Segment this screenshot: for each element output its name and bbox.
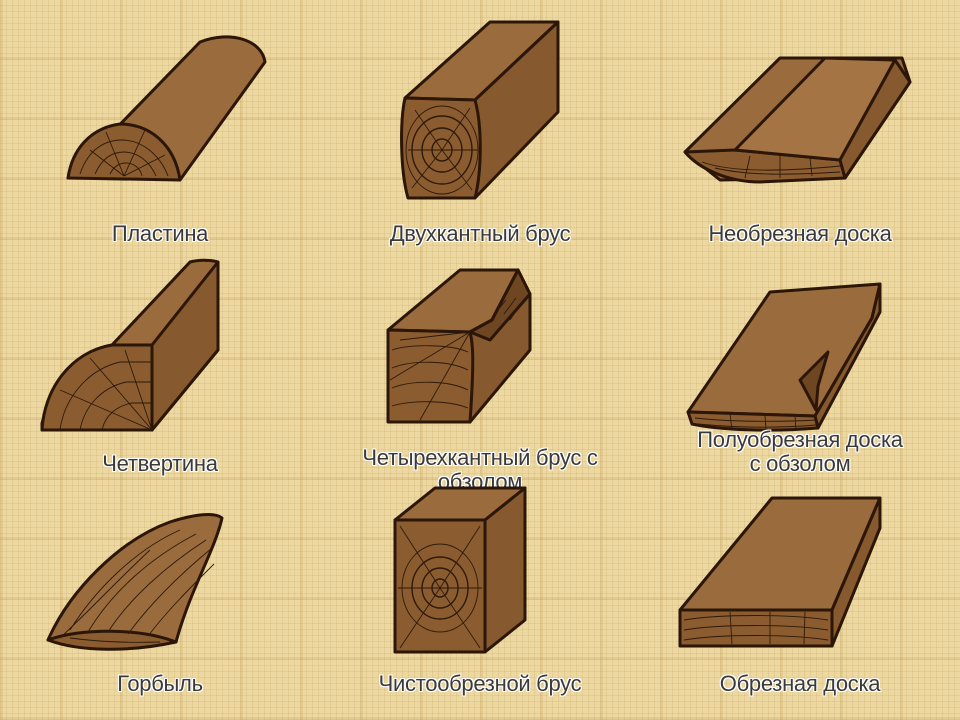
gorbyl-surface-grain [59, 529, 215, 643]
neobreznaya-doska-illustration [683, 56, 912, 184]
label-gorbyl: Горбыль [117, 671, 203, 696]
chetvertina-illustration [40, 258, 220, 432]
chetyrekhkantny-brus-illustration [386, 268, 532, 424]
chetyrekhkantny-brus-end-grain [389, 297, 523, 421]
label-chistoobreznoy-brus: Чистообрезной брус [378, 671, 582, 696]
poluobreznaya-doska-end-grain [694, 413, 817, 431]
chetvertina-end-grain [59, 349, 153, 431]
item-neobreznaya-doska: Необрезная доска [640, 0, 960, 246]
item-chetyrekhkantny-brus-s-obzolom: Четырехкантный брус с обзолом [320, 240, 640, 494]
item-dvukhkantny-brus: Двухкантный брус [320, 0, 640, 246]
label-dvukhkantny-brus: Двухкантный брус [389, 221, 571, 246]
neobreznaya-doska-end-grain [701, 155, 841, 179]
gorbyl-illustration [46, 513, 224, 651]
label-chetvertina: Четвертина [102, 451, 218, 476]
label-obreznaya-doska: Обрезная доска [719, 671, 881, 696]
dvukhkantny-brus-illustration [400, 20, 560, 200]
item-poluobreznaya-doska: Полуобрезная доска с обзолом [640, 240, 960, 480]
label-neobreznaya-doska: Необрезная доска [708, 221, 892, 246]
item-chetvertina: Четвертина [0, 240, 320, 480]
plastina-end-grain [79, 129, 169, 177]
item-chistoobreznoy-brus: Чистообрезной брус [320, 480, 640, 720]
item-obreznaya-doska: Обрезная доска [640, 480, 960, 720]
poluobreznaya-doska-illustration [686, 282, 882, 432]
dvukhkantny-brus-end-grain [405, 105, 479, 195]
item-plastina: Пластина [0, 0, 320, 246]
obreznaya-doska-illustration [678, 496, 882, 648]
chistoobreznoy-brus-illustration [393, 486, 527, 654]
plastina-illustration [66, 35, 267, 182]
chistoobreznoy-brus-end-grain [398, 525, 482, 649]
item-gorbyl: Горбыль [0, 480, 320, 720]
label-poluobreznaya-doska: Полуобрезная доска с обзолом [697, 427, 903, 476]
obreznaya-doska-end-grain [683, 611, 829, 645]
label-plastina: Пластина [111, 221, 209, 246]
